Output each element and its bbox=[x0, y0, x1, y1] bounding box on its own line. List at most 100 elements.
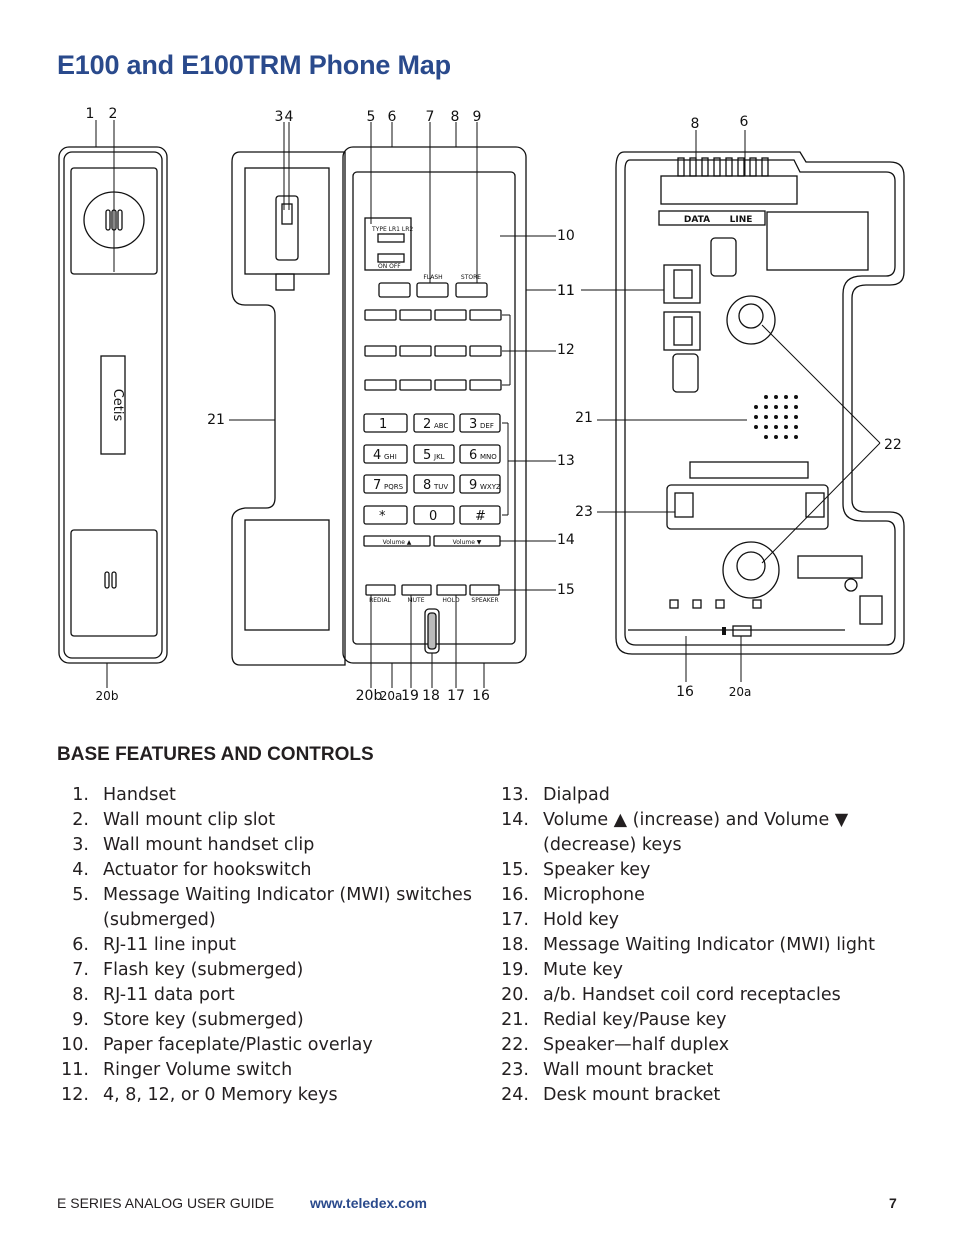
feature-number: 22. bbox=[501, 1035, 529, 1055]
callout-12: 12 bbox=[557, 342, 575, 358]
speaker-hole bbox=[794, 405, 798, 409]
feature-item: 3. Wall mount handset clip bbox=[57, 833, 513, 858]
feature-item: 1.Handset bbox=[57, 783, 513, 808]
page-title: E100 and E100TRM Phone Map bbox=[57, 50, 451, 80]
feature-number: 1. bbox=[72, 785, 89, 805]
callout-1: 1 bbox=[86, 106, 95, 122]
feature-item: 21.Redial key/Pause key bbox=[497, 1008, 923, 1033]
callout-20a-front: 20a bbox=[380, 689, 403, 703]
feature-text: Speaker—half duplex bbox=[543, 1035, 730, 1055]
dialpad-digit: 9 bbox=[469, 478, 477, 493]
dialpad-letters: MNO bbox=[480, 453, 497, 461]
feature-number: 2. bbox=[72, 810, 89, 830]
feature-item: 11. Ringer Volume switch bbox=[57, 1058, 513, 1083]
footer-url-link[interactable]: www.teledex.com bbox=[310, 1195, 427, 1211]
feature-text: Hold key bbox=[543, 910, 620, 930]
feature-number: 8. bbox=[72, 985, 89, 1005]
feature-text: Dialpad bbox=[543, 785, 610, 805]
redial-key-label: REDIAL bbox=[369, 597, 391, 604]
base-front-drawing bbox=[342, 146, 527, 664]
feature-number: 12. bbox=[61, 1085, 89, 1105]
store-key-label: STORE bbox=[461, 274, 481, 281]
feature-text: Wall mount handset clip bbox=[103, 835, 315, 855]
callout-22-back: 21 bbox=[575, 410, 593, 426]
feature-number: 13. bbox=[501, 785, 529, 805]
feature-item: 12. 4, 8, 12, or 0 Memory keys bbox=[57, 1083, 513, 1108]
callout-6-back: 6 bbox=[740, 114, 749, 130]
dialpad-digit: 1 bbox=[379, 417, 387, 432]
callout-leader-lines bbox=[95, 120, 881, 688]
callout-23: 22 bbox=[884, 437, 902, 453]
callout-21: 20b bbox=[356, 688, 383, 704]
speaker-hole bbox=[774, 415, 778, 419]
feature-number: 23. bbox=[501, 1060, 529, 1080]
volume-down-label: Volume ▼ bbox=[453, 539, 482, 546]
feature-item: 13. Dialpad bbox=[497, 783, 923, 808]
feature-text: Wall mount clip slot bbox=[103, 810, 276, 830]
speaker-hole bbox=[774, 405, 778, 409]
speaker-hole bbox=[794, 425, 798, 429]
speaker-hole bbox=[784, 395, 788, 399]
dialpad-letters: WXYZ bbox=[480, 483, 501, 491]
line-port-label: LINE bbox=[730, 215, 753, 225]
speaker-hole bbox=[784, 425, 788, 429]
speaker-hole bbox=[764, 405, 768, 409]
speaker-hole bbox=[764, 435, 768, 439]
feature-number: 16. bbox=[501, 885, 529, 905]
dialpad-letters: JKL bbox=[433, 453, 445, 461]
speaker-hole bbox=[784, 405, 788, 409]
feature-item: 18.Message Waiting Indicator (MWI) light bbox=[497, 933, 923, 958]
callout-20b: 20b bbox=[96, 689, 119, 703]
feature-item: 7. Flash key (submerged) bbox=[57, 958, 513, 983]
feature-item: 5. Message Waiting Indicator (MWI) switch… bbox=[57, 883, 513, 933]
data-port-label: DATA bbox=[684, 215, 710, 225]
speaker-key-label: SPEAKER bbox=[471, 597, 498, 604]
feature-number: 21. bbox=[501, 1010, 529, 1030]
feature-text: Ringer Volume switch bbox=[103, 1060, 293, 1080]
feature-text: Message Waiting Indicator (MWI) switches… bbox=[103, 885, 472, 930]
hold-key-label: HOLD bbox=[442, 597, 460, 604]
callout-2: 2 bbox=[109, 106, 118, 122]
dialpad-digit: 7 bbox=[373, 478, 381, 493]
speaker-hole bbox=[794, 415, 798, 419]
speaker-hole bbox=[754, 425, 758, 429]
feature-number: 3. bbox=[72, 835, 89, 855]
feature-text: 4, 8, 12, or 0 Memory keys bbox=[103, 1085, 338, 1105]
speaker-hole bbox=[794, 395, 798, 399]
dialpad-digit: 4 bbox=[373, 448, 381, 463]
speaker-hole bbox=[774, 435, 778, 439]
feature-text: Desk mount bracket bbox=[543, 1085, 721, 1105]
dialpad-letters: ABC bbox=[434, 422, 448, 430]
feature-text: Flash key (submerged) bbox=[103, 960, 304, 980]
feature-item: 2. Wall mount clip slot bbox=[57, 808, 513, 833]
callout-17: 17 bbox=[447, 688, 465, 704]
feature-text: Message Waiting Indicator (MWI) light bbox=[543, 935, 875, 955]
feature-text: Volume ▲ (increase) and Volume ▼ (decrea… bbox=[543, 810, 849, 855]
mute-key-label: MUTE bbox=[407, 597, 424, 604]
dialpad-digit: 3 bbox=[469, 417, 477, 432]
feature-number: 5. bbox=[72, 885, 89, 905]
feature-item: 4.Actuator for hookswitch bbox=[57, 858, 513, 883]
dialpad-digit: * bbox=[379, 509, 386, 524]
feature-item: 22. Speaker—half duplex bbox=[497, 1033, 923, 1058]
mwi-on-off-label: ON OFF bbox=[378, 263, 401, 270]
speaker-hole bbox=[764, 395, 768, 399]
feature-number: 7. bbox=[72, 960, 89, 980]
phone-map-diagram: Cetis TYPE LR1 LR2 ON OFF FLASH STORE Vo… bbox=[58, 106, 905, 704]
speaker-hole bbox=[784, 415, 788, 419]
speaker-hole bbox=[774, 425, 778, 429]
feature-item: 20.a/b. Handset coil cord receptacles bbox=[497, 983, 923, 1008]
callout-11-back: 11 bbox=[557, 283, 575, 299]
speaker-grille bbox=[754, 395, 798, 439]
feature-number: 11. bbox=[61, 1060, 89, 1080]
feature-item: 9.Store key (submerged) bbox=[57, 1008, 513, 1033]
feature-text: Mute key bbox=[543, 960, 624, 980]
dialpad-letters: GHI bbox=[384, 453, 397, 461]
dialpad-digit: # bbox=[475, 509, 486, 524]
speaker-hole bbox=[754, 405, 758, 409]
feature-text: RJ-11 data port bbox=[103, 985, 235, 1005]
volume-up-label: Volume ▲ bbox=[383, 539, 412, 546]
feature-text: a/b. Handset coil cord receptacles bbox=[543, 985, 841, 1005]
